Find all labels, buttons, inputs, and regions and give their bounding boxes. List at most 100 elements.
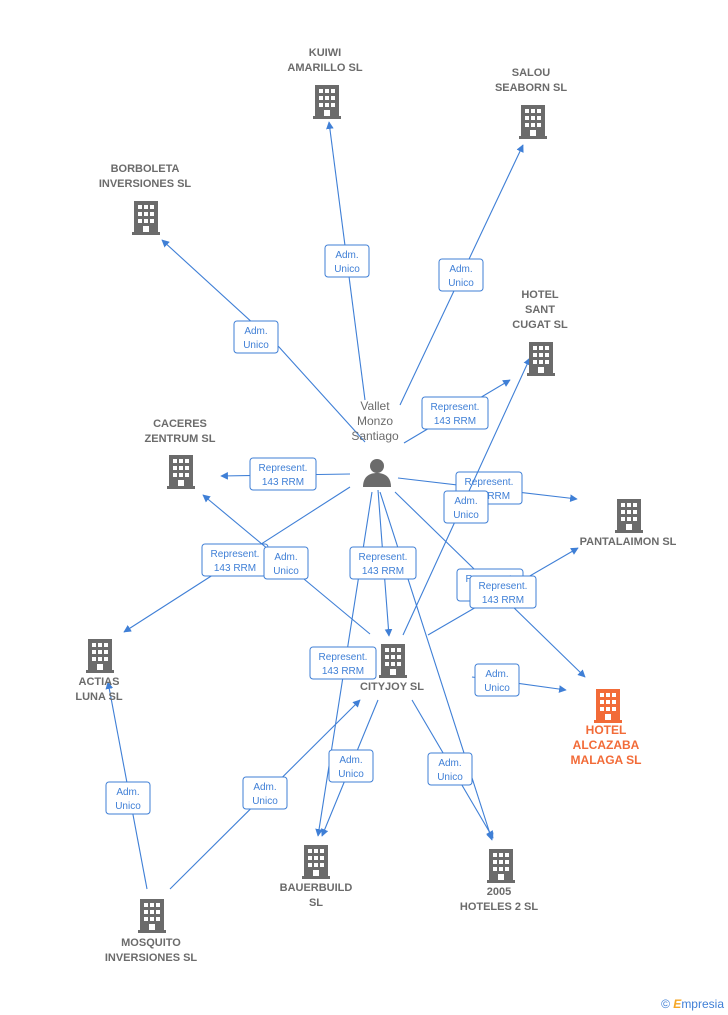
node-label: BAUERBUILD (280, 882, 353, 894)
edge-label-text: Unico (484, 683, 510, 694)
edge-7[interactable]: Represent.143 RRM (349, 489, 417, 637)
node-label: MALAGA SL (571, 753, 642, 767)
edge-label-text: Unico (338, 769, 364, 780)
node-label: SEABORN SL (495, 82, 567, 94)
copyright-icon: © (661, 997, 670, 1011)
building-icon (487, 849, 515, 883)
node-salou[interactable]: SALOU SEABORN SL (495, 67, 567, 139)
building-icon (138, 899, 166, 933)
edge-14[interactable]: Adm. Unico (321, 699, 379, 837)
edge-label-text: Adm. (449, 264, 472, 275)
building-icon (132, 201, 160, 235)
edge-label-text: Unico (448, 278, 474, 289)
edge-2[interactable]: Adm.Unico (161, 239, 366, 443)
edge-label-text: 143 RRM (214, 563, 256, 574)
edge-label-text: Adm. (339, 755, 362, 766)
brand-logo: © Empresia (661, 997, 724, 1011)
edge-label-text: Unico (334, 264, 360, 275)
edge-3[interactable]: Represent.143 RRM (403, 379, 511, 444)
building-icon (519, 105, 547, 139)
edge-15[interactable]: Adm.Unico (411, 699, 494, 839)
edge-label-box (349, 546, 417, 580)
node-label: 2005 (487, 886, 511, 898)
edge-label-text: Represent. (319, 652, 368, 663)
edge-label-text: Unico (273, 566, 299, 577)
node-label: SL (309, 897, 323, 909)
edge-12[interactable]: Represent. 143 RRM (309, 646, 377, 680)
node-label: ACTIAS (79, 676, 120, 688)
person-icon (363, 459, 391, 487)
edge-label-text: Represent. (259, 463, 308, 474)
edge-4[interactable]: Represent. 143 RRM (220, 457, 351, 491)
node-cityjoy[interactable]: CITYJOY SL (360, 644, 424, 693)
edge-label-text: Represent. (465, 477, 514, 488)
edge-10[interactable]: Adm. Unico (202, 494, 371, 635)
node-label: ZENTRUM SL (145, 433, 216, 445)
node-label: BORBOLETA (111, 163, 180, 175)
building-icon (313, 85, 341, 119)
edge-label-box (427, 752, 473, 786)
node-label: HOTELES 2 SL (460, 901, 539, 913)
edge-17[interactable]: Adm. Unico (105, 681, 151, 890)
brand-initial: E (673, 997, 682, 1011)
edge-9[interactable]: Adm.Unico (402, 357, 531, 636)
edge-label-box (309, 646, 377, 680)
edge-line (161, 239, 366, 443)
edge-13[interactable]: Adm. Unico (471, 663, 567, 697)
edge-label-text: Unico (252, 796, 278, 807)
node-label: SALOU (512, 67, 551, 79)
building-icon (615, 499, 643, 533)
building-icon (167, 455, 195, 489)
node-label: Vallet (360, 399, 390, 413)
node-bauerbuild[interactable]: BAUERBUILD SL (280, 845, 353, 909)
building-icon (86, 639, 114, 673)
edge-label-text: 143 RRM (434, 416, 476, 427)
node-label: CUGAT SL (512, 319, 568, 331)
edge-1[interactable]: Adm. Unico (399, 144, 524, 406)
node-label: PANTALAIMON SL (580, 536, 677, 548)
edge-label-text: 143 RRM (468, 491, 510, 502)
edge-label-text: Unico (115, 801, 141, 812)
edge-label-text: Adm. (253, 782, 276, 793)
edge-label-text: 143 RRM (322, 666, 364, 677)
edge-11[interactable]: Represent.143 RRM (427, 547, 579, 636)
edge-label-text: Adm. (274, 552, 297, 563)
edge-label-text: Adm. (485, 669, 508, 680)
edge-label-text: 143 RRM (262, 477, 304, 488)
node-label: Santiago (351, 429, 399, 443)
building-icon (379, 644, 407, 678)
edge-0[interactable]: Adm.Unico (324, 121, 370, 401)
edge-16[interactable]: Adm. Unico (169, 699, 361, 890)
edge-label-box (328, 749, 374, 783)
edge-label-box (324, 244, 370, 278)
node-label: MOSQUITO (121, 937, 181, 949)
brand-name: mpresia (681, 997, 724, 1011)
node-label: CITYJOY SL (360, 681, 424, 693)
edge-label-box (263, 546, 309, 580)
edge-label-text: Unico (243, 340, 269, 351)
edge-label-box (233, 320, 279, 354)
node-label: HOTEL (521, 289, 559, 301)
building-icon (594, 689, 622, 723)
edge-label-text: Adm. (116, 787, 139, 798)
edge-label-box (421, 396, 489, 430)
building-icon (527, 342, 555, 376)
building-icon (302, 845, 330, 879)
edge-label-text: Unico (453, 510, 479, 521)
edge-label-box (474, 663, 520, 697)
edge-6[interactable]: Represent.143 RRM (123, 486, 351, 633)
node-pantalaimon[interactable]: PANTALAIMON SL (580, 499, 677, 548)
edge-label-box (469, 575, 537, 609)
